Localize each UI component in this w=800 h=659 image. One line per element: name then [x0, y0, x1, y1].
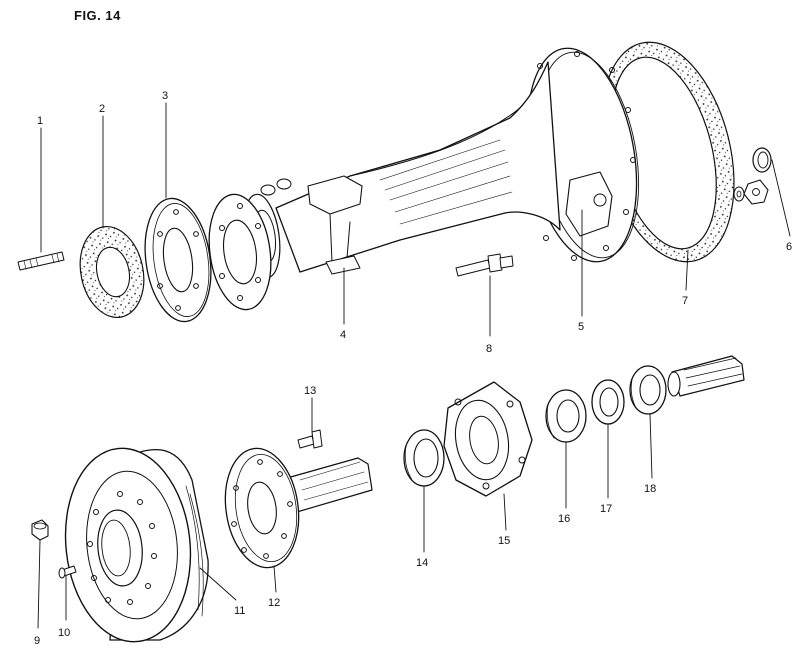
label-7: 7 — [682, 295, 688, 307]
label-2: 2 — [99, 103, 105, 115]
part-1-stud — [17, 251, 65, 271]
part-12-axle-shaft — [224, 447, 373, 569]
label-6: 6 — [786, 241, 792, 253]
part-16-bearing — [545, 389, 587, 443]
part-15-bearing-housing — [443, 381, 533, 497]
part-6-washer-nut-ring — [733, 147, 772, 205]
part-13-bolt — [297, 429, 323, 449]
label-1: 1 — [37, 115, 43, 127]
part-11-brake-drum — [64, 447, 209, 643]
part-5-axle-housing — [243, 47, 640, 279]
part-17-spacer-ring — [591, 379, 625, 425]
part-2-gasket — [79, 225, 145, 319]
part-labels: 1 2 3 4 5 6 7 8 9 10 11 12 13 14 15 16 1… — [34, 90, 792, 647]
part-18-bearing — [629, 365, 667, 415]
label-13: 13 — [304, 385, 316, 397]
label-5: 5 — [578, 321, 584, 333]
part-3-retainer-plate — [144, 197, 212, 323]
part-4-housing-flange — [208, 193, 272, 311]
part-14-oil-seal — [403, 429, 445, 487]
label-14: 14 — [416, 557, 428, 569]
label-15: 15 — [498, 535, 510, 547]
label-10: 10 — [58, 627, 70, 639]
label-8: 8 — [486, 343, 492, 355]
label-9: 9 — [34, 635, 40, 647]
splined-shaft-end — [667, 355, 745, 397]
label-17: 17 — [600, 503, 612, 515]
label-16: 16 — [558, 513, 570, 525]
label-12: 12 — [268, 597, 280, 609]
label-3: 3 — [162, 90, 168, 102]
figure-title: FIG. 14 — [74, 8, 121, 23]
part-10-drum-screw — [58, 565, 77, 579]
label-4: 4 — [340, 329, 346, 341]
part-8-stud-bolt — [455, 253, 514, 277]
label-18: 18 — [644, 483, 656, 495]
leader-lines — [37, 102, 791, 629]
label-11: 11 — [234, 605, 245, 617]
part-9-wheel-nut — [31, 519, 49, 541]
